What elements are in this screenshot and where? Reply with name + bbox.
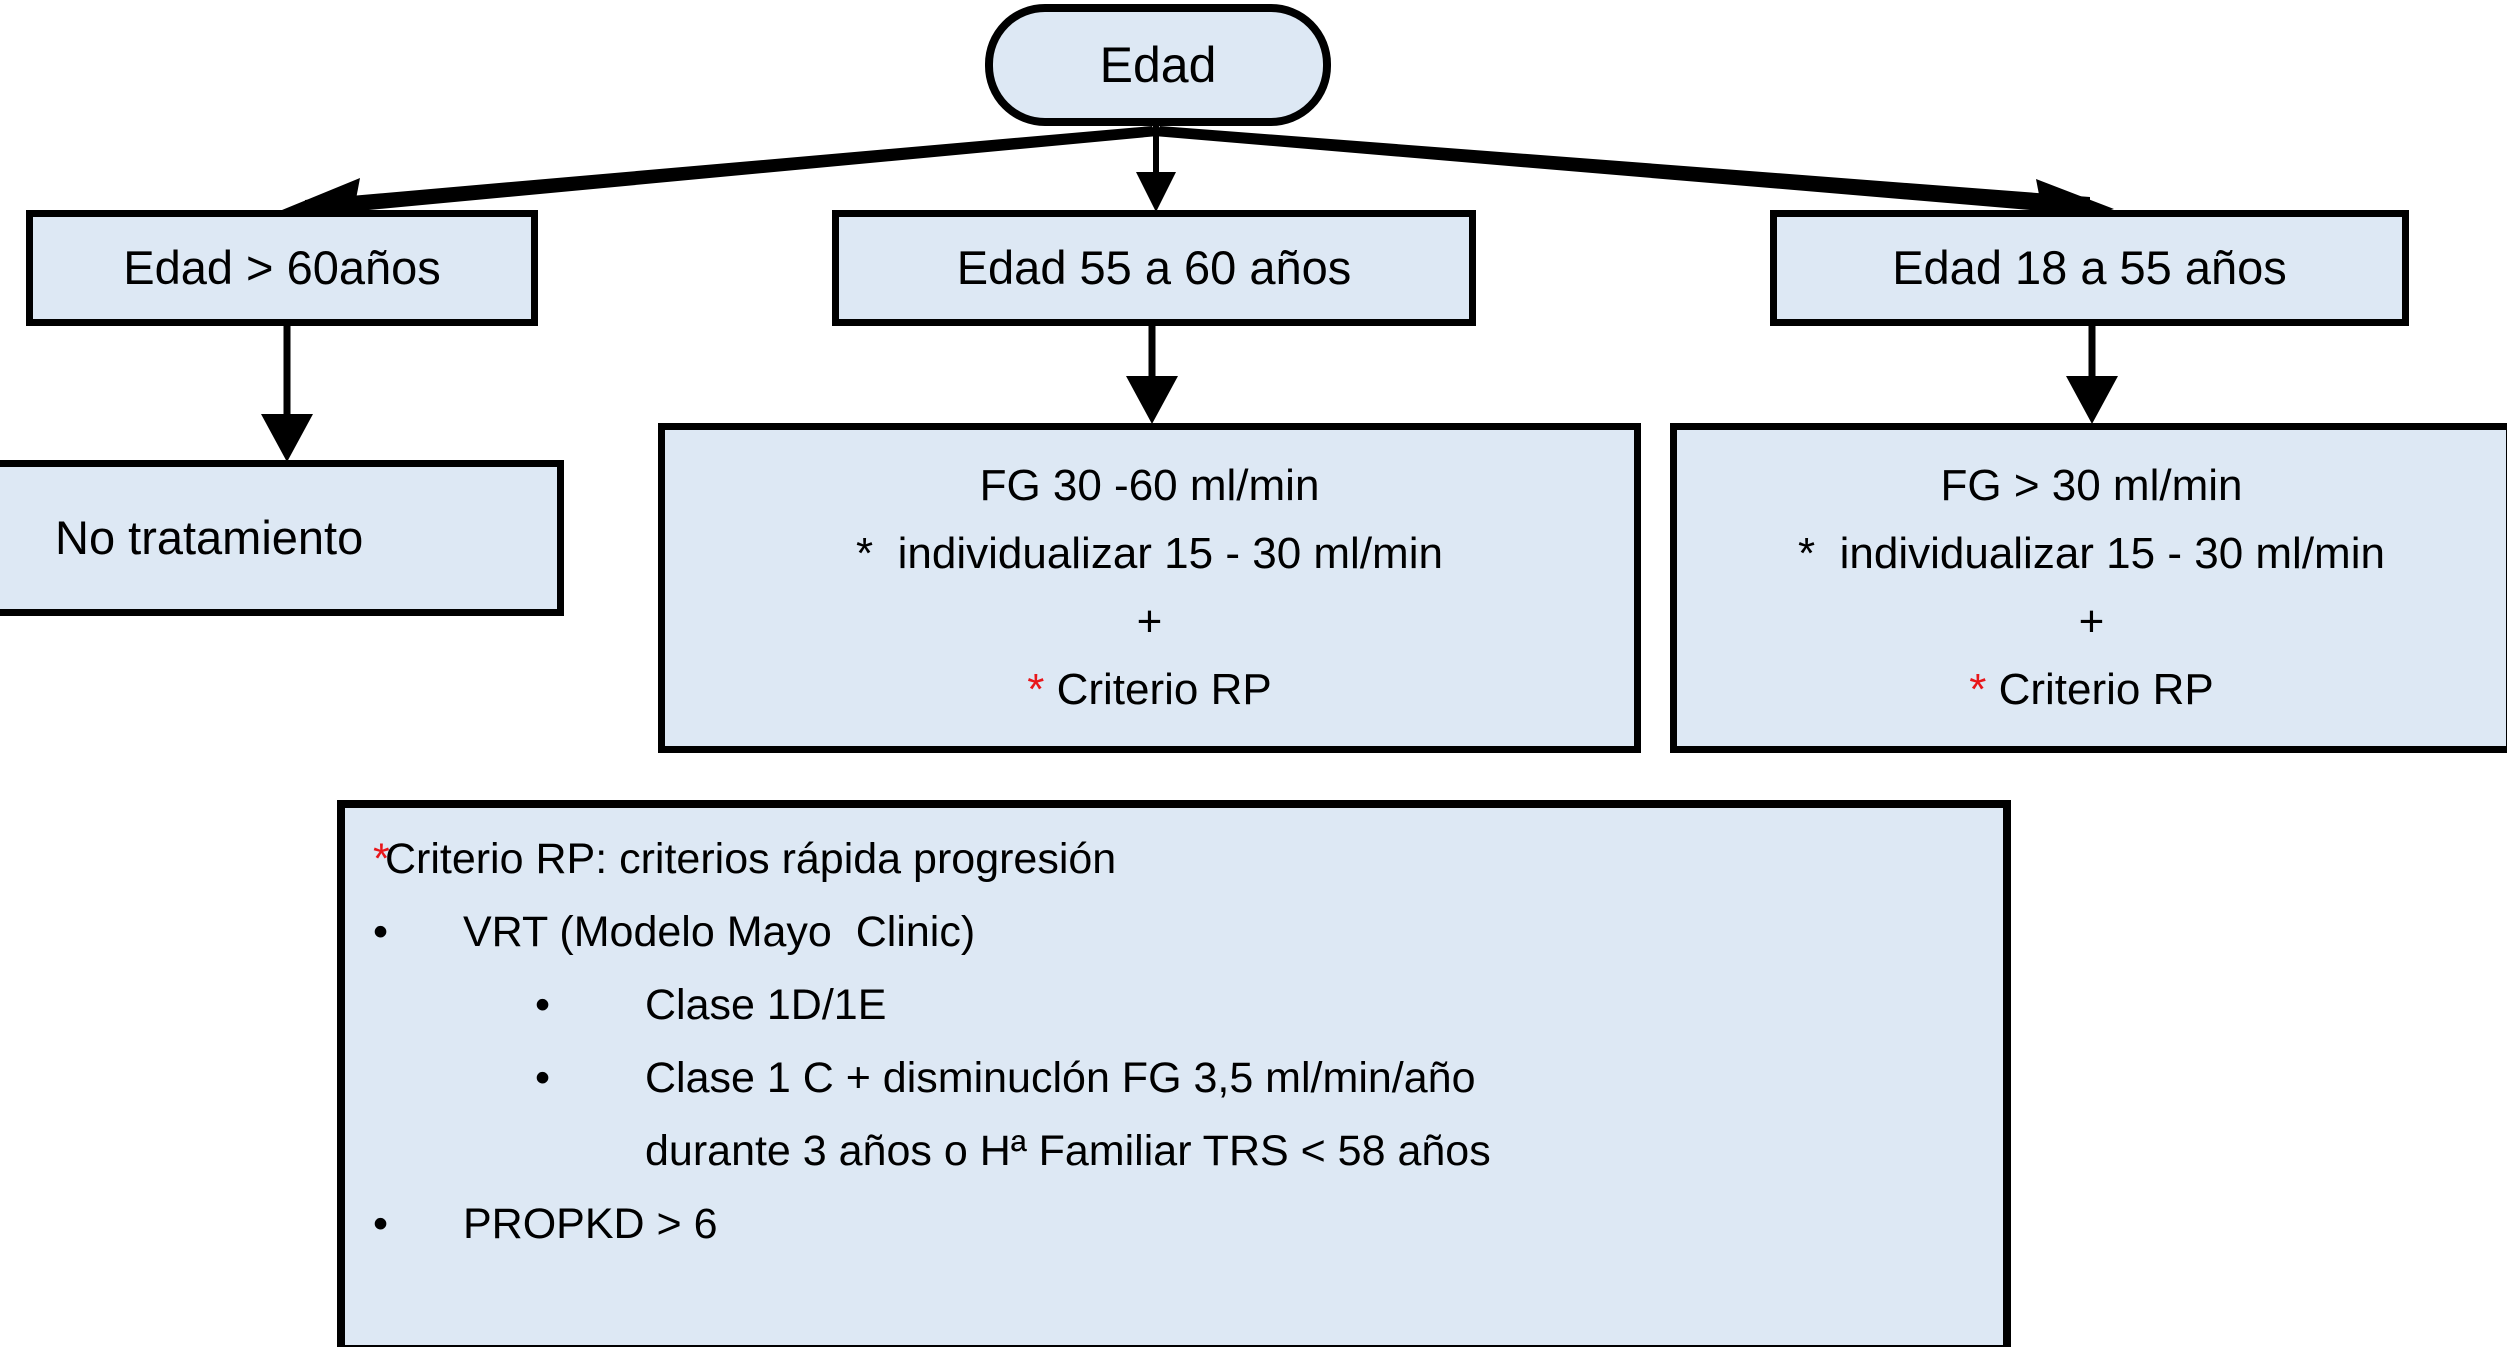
node-edad-18-55[interactable]: Edad 18 a 55 años <box>1770 210 2409 326</box>
legend-item-clase-1c: • Clase 1 C + disminuclón FG 3,5 ml/min/a… <box>345 1053 2003 1126</box>
asterisk-red-icon: * <box>1027 664 1045 714</box>
node-edad-mayor-60-label: Edad > 60años <box>123 241 441 295</box>
bullet-icon: • <box>535 981 551 1029</box>
asterisk-black-icon: * <box>1798 529 1816 579</box>
legend-item-clase-1d-1e: • Clase 1D/1E <box>345 980 2003 1053</box>
fg-30-60-line-4-text: Criterio RP <box>1044 664 1272 714</box>
legend-item-propkd-text: PROPKD > 6 <box>463 1200 718 1248</box>
fg-30-60-line-2: * individualizar 15 - 30 ml/min <box>856 528 1443 580</box>
edge-age-over-60-to-no-treatment <box>261 326 313 462</box>
legend-item-clase-1c-text: Clase 1 C + disminuclón FG 3,5 ml/min/añ… <box>645 1054 1476 1102</box>
legend-item-clase-1c-continuation: durante 3 años o Hª Familiar TRS < 58 añ… <box>345 1126 2003 1199</box>
fg-over-30-line-3: + <box>2078 597 2105 646</box>
fg-over-30-line-4-text: Criterio RP <box>1986 664 2214 714</box>
fg-over-30-line-1: FG > 30 ml/min <box>1940 461 2243 511</box>
legend-item-vrt-text: VRT (Modelo Mayo Clinic) <box>463 908 976 956</box>
legend-heading-text: Criterio RP: criterios rápida progresión <box>373 835 1117 883</box>
node-edad-55-60-label: Edad 55 a 60 años <box>956 241 1352 295</box>
node-no-tratamiento[interactable]: No tratamiento <box>0 460 564 616</box>
node-fg-mayor-30[interactable]: FG > 30 ml/min * individualizar 15 - 30 … <box>1670 423 2507 753</box>
asterisk-black-icon: * <box>856 529 874 579</box>
bullet-icon: • <box>373 1200 389 1248</box>
fg-over-30-line-4: * Criterio RP <box>1969 664 2214 716</box>
edge-age-18-55-to-fg-over-30 <box>2066 326 2118 424</box>
asterisk-red-icon: * <box>1969 664 1987 714</box>
fg-30-60-line-2-text: individualizar 15 - 30 ml/min <box>873 529 1443 579</box>
fg-over-30-line-2: * individualizar 15 - 30 ml/min <box>1798 528 2385 580</box>
legend-item-propkd: • PROPKD > 6 <box>345 1199 2003 1272</box>
node-no-tratamiento-label: No tratamiento <box>55 511 364 565</box>
fg-30-60-line-1: FG 30 -60 ml/min <box>979 461 1320 511</box>
legend-item-clase-1c-continuation-text: durante 3 años o Hª Familiar TRS < 58 añ… <box>645 1127 1491 1175</box>
node-fg-30-60[interactable]: FG 30 -60 ml/min * individualizar 15 - 3… <box>658 423 1641 753</box>
fg-30-60-line-3: + <box>1136 597 1163 646</box>
legend-criterio-rp: * Criterio RP: criterios rápida progresi… <box>337 800 2011 1347</box>
node-edad-root[interactable]: Edad <box>985 4 1331 126</box>
node-edad-55-60[interactable]: Edad 55 a 60 años <box>832 210 1476 326</box>
bullet-icon: • <box>373 908 389 956</box>
fg-over-30-line-2-text: individualizar 15 - 30 ml/min <box>1815 529 2385 579</box>
bullet-icon: • <box>535 1054 551 1102</box>
edge-root-to-age-55-60 <box>1136 126 1176 212</box>
legend-item-vrt: • VRT (Modelo Mayo Clinic) <box>345 907 2003 980</box>
edge-age-55-60-to-fg-30-60 <box>1126 326 1178 424</box>
node-edad-18-55-label: Edad 18 a 55 años <box>1892 241 2287 295</box>
node-edad-mayor-60[interactable]: Edad > 60años <box>26 210 538 326</box>
legend-heading: * Criterio RP: criterios rápida progresi… <box>373 835 1117 883</box>
legend-item-clase-1d-1e-text: Clase 1D/1E <box>645 981 887 1029</box>
fg-30-60-line-4: * Criterio RP <box>1027 664 1272 716</box>
node-edad-root-label: Edad <box>1099 36 1217 93</box>
